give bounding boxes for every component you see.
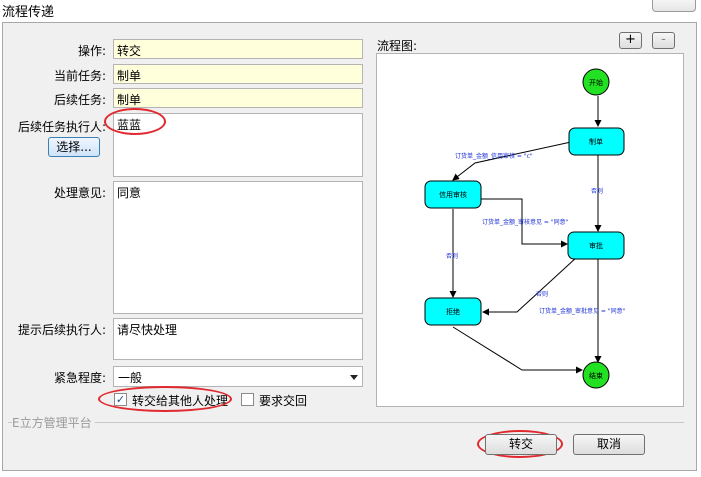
urgency-select[interactable]: 一般 [113, 366, 363, 387]
operation-label: 操作: [77, 44, 106, 58]
edge-jujue-end [452, 326, 583, 374]
urgency-label: 紧急程度: [53, 371, 106, 385]
node-shenpi[interactable] [567, 231, 625, 260]
node-start[interactable] [582, 68, 610, 96]
zoom-in-button[interactable]: + [619, 32, 642, 49]
close-button[interactable] [652, 0, 696, 12]
window-title: 流程传递 [2, 5, 55, 20]
return-checkbox[interactable] [241, 393, 254, 406]
transfer-button[interactable]: 转交 [485, 434, 557, 455]
platform-divider [8, 422, 684, 423]
edge-label-e3: 订货单_金额_审核意见 = "同意" [482, 218, 569, 226]
flow-edges [449, 96, 602, 374]
node-zhidan-label: 制单 [589, 137, 603, 146]
edge-zhidan-xinyong [452, 141, 572, 181]
next-task-field[interactable]: 制单 [113, 88, 363, 108]
flow-diagram: 开始 制单 信用审核 审批 拒绝 结束 订货单_金额_信用审核 = "c" 否则… [424, 68, 626, 389]
transfer-checkbox[interactable]: ✓ [114, 393, 127, 406]
node-start-label: 开始 [589, 78, 603, 87]
node-jujue[interactable] [424, 297, 482, 326]
node-xinyong-label: 信用审核 [439, 190, 467, 199]
next-executor-label: 后续任务执行人: [17, 120, 106, 134]
node-xinyong[interactable] [424, 180, 482, 209]
node-shenpi-label: 审批 [589, 241, 603, 250]
next-executor-field[interactable]: 蓝蓝 [113, 113, 363, 177]
edge-xinyong-shenpi [480, 198, 568, 248]
operation-field[interactable]: 转交 [113, 39, 363, 59]
zoom-out-button[interactable]: - [652, 32, 675, 49]
edge-label-e1: 订货单_金额_信用审核 = "c" [455, 152, 533, 160]
transfer-checkbox-label: 转交给其他人处理 [132, 394, 229, 408]
node-zhidan[interactable] [568, 127, 625, 156]
prompt-textarea[interactable]: 请尽快处理 [113, 318, 363, 360]
edge-label-e6: 订货单_金额_审批意见 = "同意" [539, 307, 626, 315]
node-jujue-label: 拒绝 [446, 307, 460, 316]
opinion-label: 处理意见: [53, 186, 106, 200]
current-task-field[interactable]: 制单 [113, 64, 363, 84]
chevron-down-icon [350, 375, 358, 380]
edge-shenpi-jujue [482, 256, 578, 316]
node-end[interactable] [582, 361, 610, 389]
next-task-label: 后续任务: [53, 93, 106, 107]
edge-label-e2: 否则 [591, 187, 603, 195]
cancel-button[interactable]: 取消 [573, 434, 645, 455]
flow-title: 流程图: [377, 39, 418, 53]
platform-legend: E立方管理平台 [12, 414, 95, 431]
prompt-value: 请尽快处理 [117, 323, 178, 337]
flow-diagram-canvas: 开始 制单 信用审核 审批 拒绝 结束 订货单_金额_信用审核 = "c" 否则… [376, 53, 684, 407]
select-executor-button[interactable]: 选择... [48, 137, 100, 157]
node-end-label: 结束 [589, 371, 603, 380]
opinion-value: 同意 [117, 186, 142, 200]
edge-label-e5: 否则 [536, 290, 548, 298]
edge-label-e4: 否则 [446, 252, 458, 260]
return-checkbox-label: 要求交回 [259, 394, 308, 408]
urgency-value: 一般 [118, 371, 143, 385]
next-executor-value: 蓝蓝 [117, 118, 142, 132]
current-task-label: 当前任务: [53, 69, 106, 83]
title-bar: 流程传递 [0, 0, 701, 22]
prompt-label: 提示后续执行人: [17, 323, 106, 337]
opinion-textarea[interactable]: 同意 [113, 181, 363, 314]
